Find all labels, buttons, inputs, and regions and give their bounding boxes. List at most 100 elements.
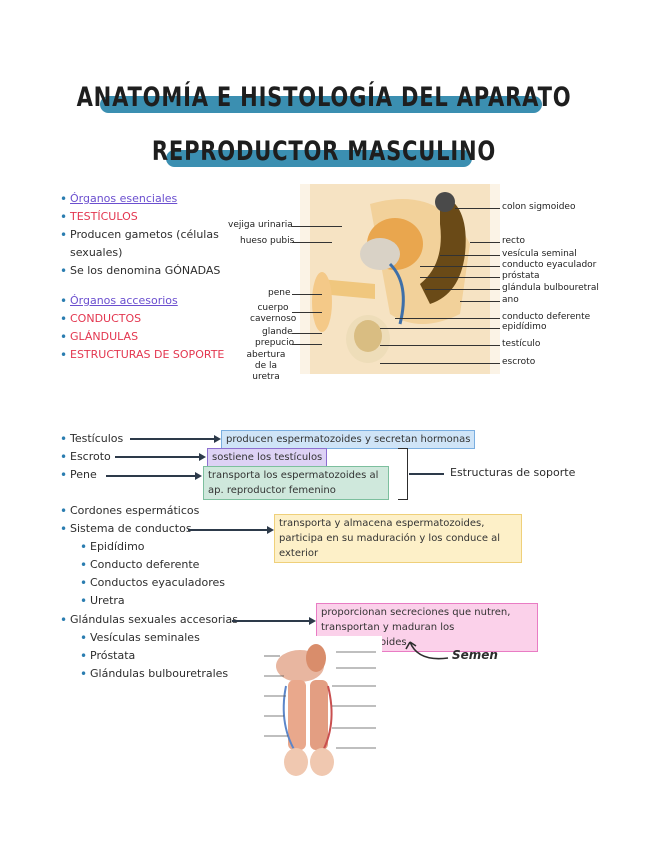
- support-label: Estructuras de soporte: [450, 466, 576, 479]
- bullet-icon: •: [60, 330, 68, 344]
- list-item: •ESTRUCTURAS DE SOPORTE: [60, 348, 225, 362]
- bullet-icon: •: [80, 649, 88, 663]
- title-band-2: [166, 150, 472, 167]
- bracket-connector: [409, 473, 444, 475]
- arrow-head-icon: [267, 526, 274, 534]
- semen-label: Semen: [452, 648, 498, 662]
- list-item: •Escroto: [60, 450, 111, 464]
- list-item: •Conductos eyaculadores: [80, 576, 225, 590]
- arrow-head-icon: [199, 453, 206, 461]
- leader-line: [292, 242, 332, 243]
- leader-line: [455, 208, 500, 209]
- leader-line: [460, 301, 500, 302]
- list-item: •TESTÍCULOS: [60, 210, 138, 224]
- curved-arrow-icon: [405, 641, 449, 660]
- label-recto: recto: [502, 236, 526, 246]
- label-glande: glande: [262, 327, 293, 337]
- bullet-icon: •: [60, 228, 68, 242]
- label-bulbouretral: glándula bulbouretral: [502, 283, 599, 293]
- label-conducto-deferente: conducto deferente: [502, 312, 591, 322]
- list-item: •Testículos: [60, 432, 124, 446]
- label-prepucio: prepucio: [255, 338, 295, 348]
- list-item: •Vesículas seminales: [80, 631, 200, 645]
- bullet-icon: •: [80, 558, 88, 572]
- leader-line: [425, 289, 500, 290]
- arrow-head-icon: [214, 435, 221, 443]
- list-item: •Producen gametos (células sexuales): [60, 228, 219, 259]
- leader-line: [440, 255, 500, 256]
- arrow-pene: [106, 475, 196, 477]
- bullet-icon: •: [60, 264, 68, 278]
- leader-line: [292, 312, 322, 313]
- bullet-icon: •: [60, 613, 68, 627]
- leader-line: [380, 345, 500, 346]
- list-item: •Glándulas bulbouretrales: [80, 667, 229, 681]
- list-item: •Órganos esenciales: [60, 192, 178, 206]
- anatomy-diagram: [300, 184, 500, 374]
- page-title-line2: REPRODUCTOR MASCULINO: [151, 136, 497, 167]
- glands-list: •Glándulas sexuales accesorias: [60, 611, 238, 629]
- note-pene: transporta los espermatozoides al ap. re…: [203, 466, 389, 500]
- label-ano: ano: [502, 295, 519, 305]
- label-conducto-eyaculador: conducto eyaculador: [502, 260, 597, 270]
- list-item: •GLÁNDULAS: [60, 330, 139, 344]
- label-testiculo: testículo: [502, 339, 541, 349]
- bullet-icon: •: [60, 348, 68, 362]
- bullet-icon: •: [60, 522, 68, 536]
- leader-line: [380, 363, 500, 364]
- list-item: •Pene: [60, 468, 97, 482]
- label-pene: pene: [268, 288, 291, 298]
- bullet-icon: •: [80, 540, 88, 554]
- arrow-glands: [232, 620, 310, 622]
- list-spacer: [60, 280, 240, 292]
- page-title-line1: ANATOMÍA E HISTOLOGÍA DEL APARATO: [76, 82, 572, 113]
- list-item: •Se los denomina GÓNADAS: [60, 264, 221, 278]
- arrow-testiculos: [130, 438, 215, 440]
- bullet-icon: •: [60, 210, 68, 224]
- label-epididimo: epidídimo: [502, 322, 547, 332]
- leader-line: [292, 294, 322, 295]
- list-item: •Glándulas sexuales accesorias: [60, 613, 238, 627]
- glands-sublist: •Vesículas seminales •Próstata •Glándula…: [80, 629, 228, 683]
- bullet-icon: •: [60, 312, 68, 326]
- label-cuerpo-cavernoso: cuerpo cavernoso: [250, 303, 297, 324]
- list-item: •Órganos accesorios: [60, 294, 178, 308]
- list-item: •Uretra: [80, 594, 125, 608]
- leader-line: [420, 266, 500, 267]
- bullet-icon: •: [60, 294, 68, 308]
- label-colon: colon sigmoideo: [502, 202, 576, 212]
- leader-line: [292, 344, 322, 345]
- bullet-icon: •: [80, 667, 88, 681]
- bullet-icon: •: [60, 192, 68, 206]
- intro-list: •Órganos esenciales •TESTÍCULOS •Produce…: [60, 190, 240, 364]
- label-prostata: próstata: [502, 271, 540, 281]
- label-hueso-pubis: hueso pubis: [240, 236, 295, 246]
- arrow-escroto: [115, 456, 200, 458]
- label-abertura-uretra: abertura de la uretra: [246, 350, 286, 382]
- label-vesicula: vesícula seminal: [502, 249, 577, 259]
- bullet-icon: •: [60, 450, 68, 464]
- reproductive-system-image: [258, 636, 382, 780]
- list-item: •Conducto deferente: [80, 558, 200, 572]
- arrow-head-icon: [195, 472, 202, 480]
- ducts-list: •Cordones espermáticos •Sistema de condu…: [60, 502, 199, 538]
- note-testiculos: producen espermatozoides y secretan horm…: [221, 430, 476, 449]
- label-escroto: escroto: [502, 357, 536, 367]
- leader-line: [292, 226, 342, 227]
- bullet-icon: •: [80, 631, 88, 645]
- label-vejiga: vejiga urinaria: [228, 220, 293, 230]
- leader-line: [470, 242, 500, 243]
- leader-line: [292, 333, 322, 334]
- arrow-head-icon: [309, 617, 316, 625]
- bullet-icon: •: [80, 594, 88, 608]
- note-sistema: transporta y almacena espermatozoides, p…: [274, 514, 522, 563]
- leader-line: [395, 318, 500, 319]
- bullet-icon: •: [60, 432, 68, 446]
- title-band-1: [100, 96, 542, 113]
- bullet-icon: •: [60, 504, 68, 518]
- leader-line: [420, 277, 500, 278]
- list-item: •Epidídimo: [80, 540, 145, 554]
- support-bracket: [398, 448, 408, 500]
- list-item: •Cordones espermáticos: [60, 504, 200, 518]
- bullet-icon: •: [60, 468, 68, 482]
